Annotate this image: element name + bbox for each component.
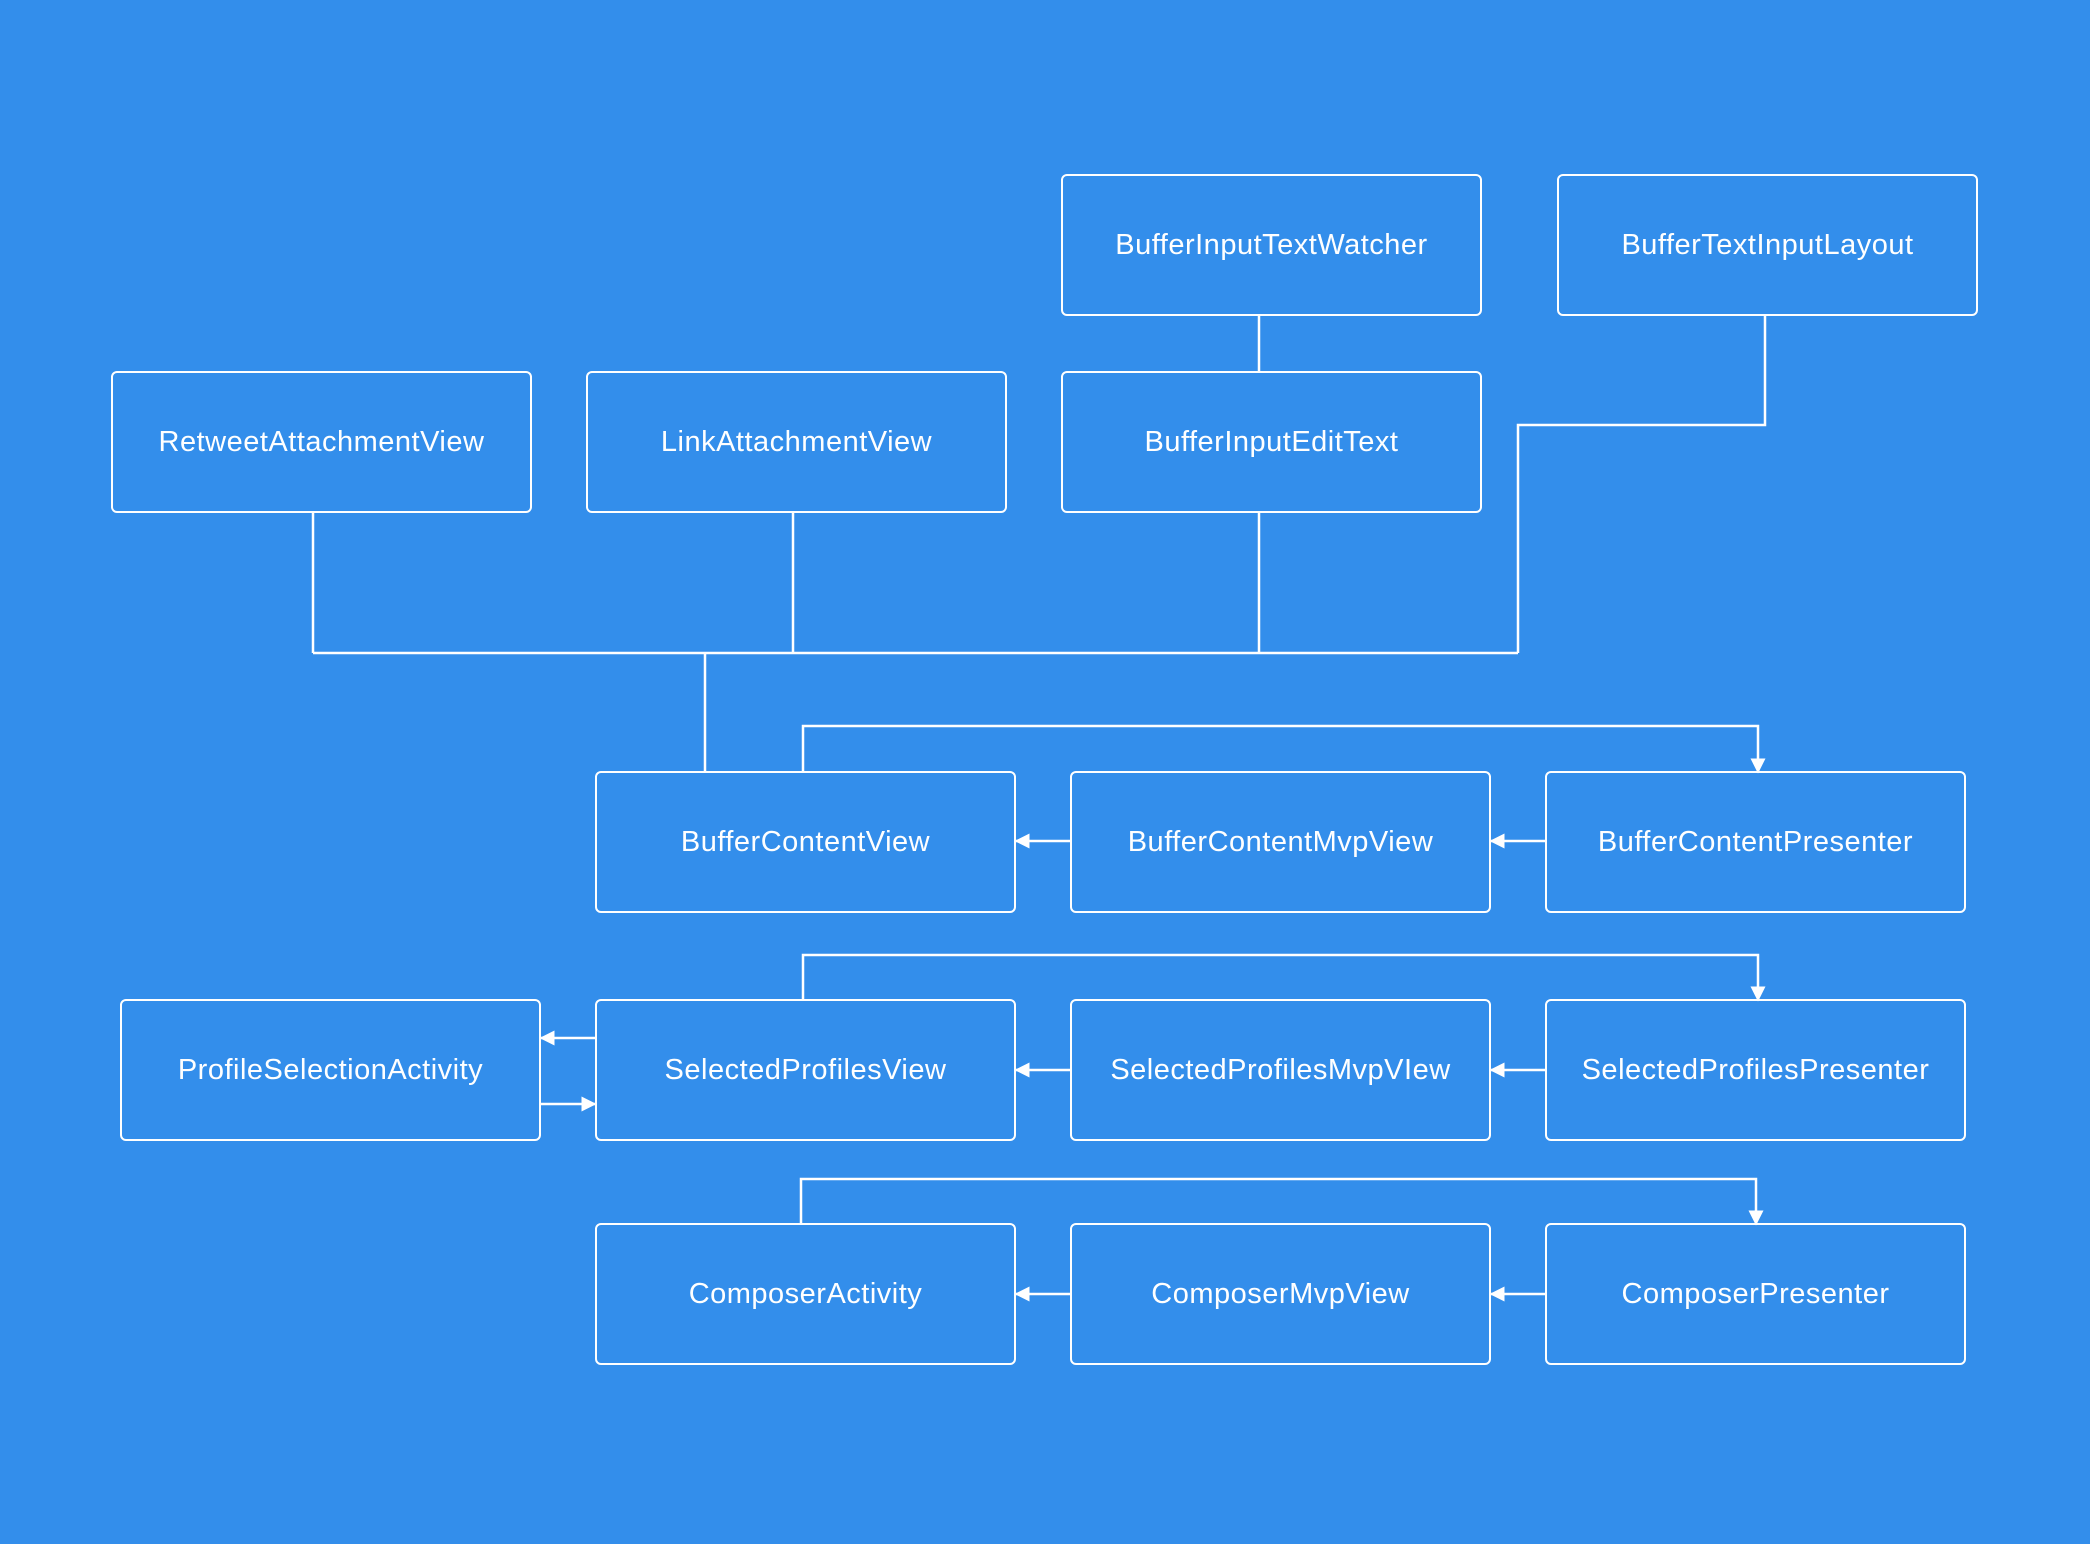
node-retweet-attachment-view: RetweetAttachmentView [111,371,532,513]
node-buffer-content-presenter: BufferContentPresenter [1545,771,1966,913]
arrow-buffercontentview-to-presenter [801,724,1766,774]
node-composer-activity: ComposerActivity [595,1223,1016,1365]
arrow-composeractivity-to-presenter [799,1177,1764,1226]
node-link-attachment-view: LinkAttachmentView [586,371,1007,513]
node-composer-mvp-view: ComposerMvpView [1070,1223,1491,1365]
node-buffer-text-input-layout: BufferTextInputLayout [1557,174,1978,316]
node-buffer-input-text-watcher: BufferInputTextWatcher [1061,174,1482,316]
node-selected-profiles-presenter: SelectedProfilesPresenter [1545,999,1966,1141]
node-selected-profiles-mvp-view: SelectedProfilesMvpVIew [1070,999,1491,1141]
node-profile-selection-activity: ProfileSelectionActivity [120,999,541,1141]
node-buffer-content-view: BufferContentView [595,771,1016,913]
node-selected-profiles-view: SelectedProfilesView [595,999,1016,1141]
node-buffer-content-mvp-view: BufferContentMvpView [1070,771,1491,913]
arrow-selectedprofilesview-to-presenter [801,953,1766,1002]
link-textinputlayout-to-tree [1516,316,1767,653]
node-composer-presenter: ComposerPresenter [1545,1223,1966,1365]
node-buffer-input-edit-text: BufferInputEditText [1061,371,1482,513]
